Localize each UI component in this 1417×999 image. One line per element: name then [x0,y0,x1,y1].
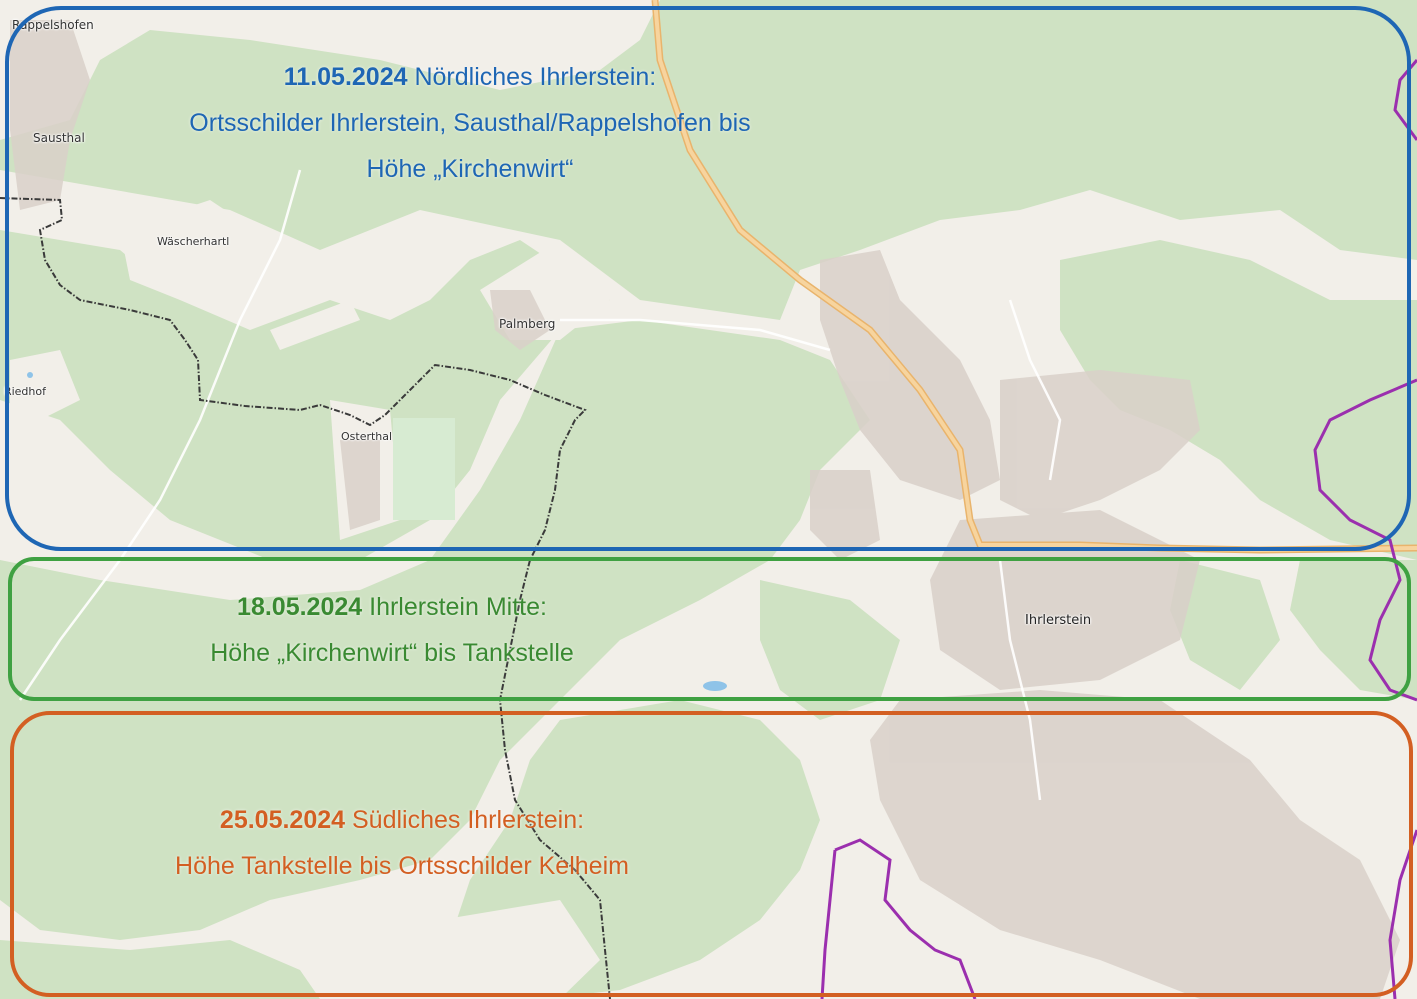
zone-middle-heading: Ihrlerstein Mitte: [362,593,547,621]
zone-south-label: 25.05.2024 Südliches Ihrlerstein: Höhe T… [102,797,702,889]
zone-north-date: 11.05.2024 [283,63,408,91]
zone-north-line-2: Höhe „Kirchenwirt“ [366,155,574,183]
zone-north-line-1: Ortsschilder Ihrlerstein, Sausthal/Rappe… [189,109,751,137]
zone-middle-frame [8,557,1411,701]
place-label-ihrlerstein: Ihrlerstein [1025,613,1092,628]
zone-middle-title: 18.05.2024 Ihrlerstein Mitte: [92,584,692,630]
zone-south-title: 25.05.2024 Südliches Ihrlerstein: [102,797,702,843]
zone-south-date: 25.05.2024 [219,806,346,834]
zone-middle-line-1: Höhe „Kirchenwirt“ bis Tankstelle [210,639,574,667]
zone-south-frame [10,711,1413,997]
meadow-square [393,418,455,520]
minor-roads [18,169,1062,801]
zone-south-heading: Südliches Ihrlerstein: [345,806,585,834]
place-label-sausthal: Sausthal [33,131,85,145]
zone-middle-date: 18.05.2024 [237,593,363,621]
zone-north-title: 11.05.2024 Nördliches Ihrlerstein: [70,54,870,100]
municipal-boundary [0,197,611,999]
place-label-waescherhartl: Wäscherhartl [157,235,230,248]
place-label-osterthal: Osterthal [341,430,393,443]
zone-north-frame [5,6,1411,551]
zone-north-heading: Nördliches Ihrlerstein: [407,63,657,91]
zone-middle-label: 18.05.2024 Ihrlerstein Mitte: Höhe „Kirc… [92,584,692,676]
zone-south-line-1: Höhe Tankstelle bis Ortsschilder Kelheim [175,852,629,880]
place-label-riedhof: Riedhof [3,385,46,398]
place-label-palmberg: Palmberg [499,317,556,331]
zone-north-label: 11.05.2024 Nördliches Ihrlerstein: Ortss… [70,54,870,192]
pond [703,681,727,691]
